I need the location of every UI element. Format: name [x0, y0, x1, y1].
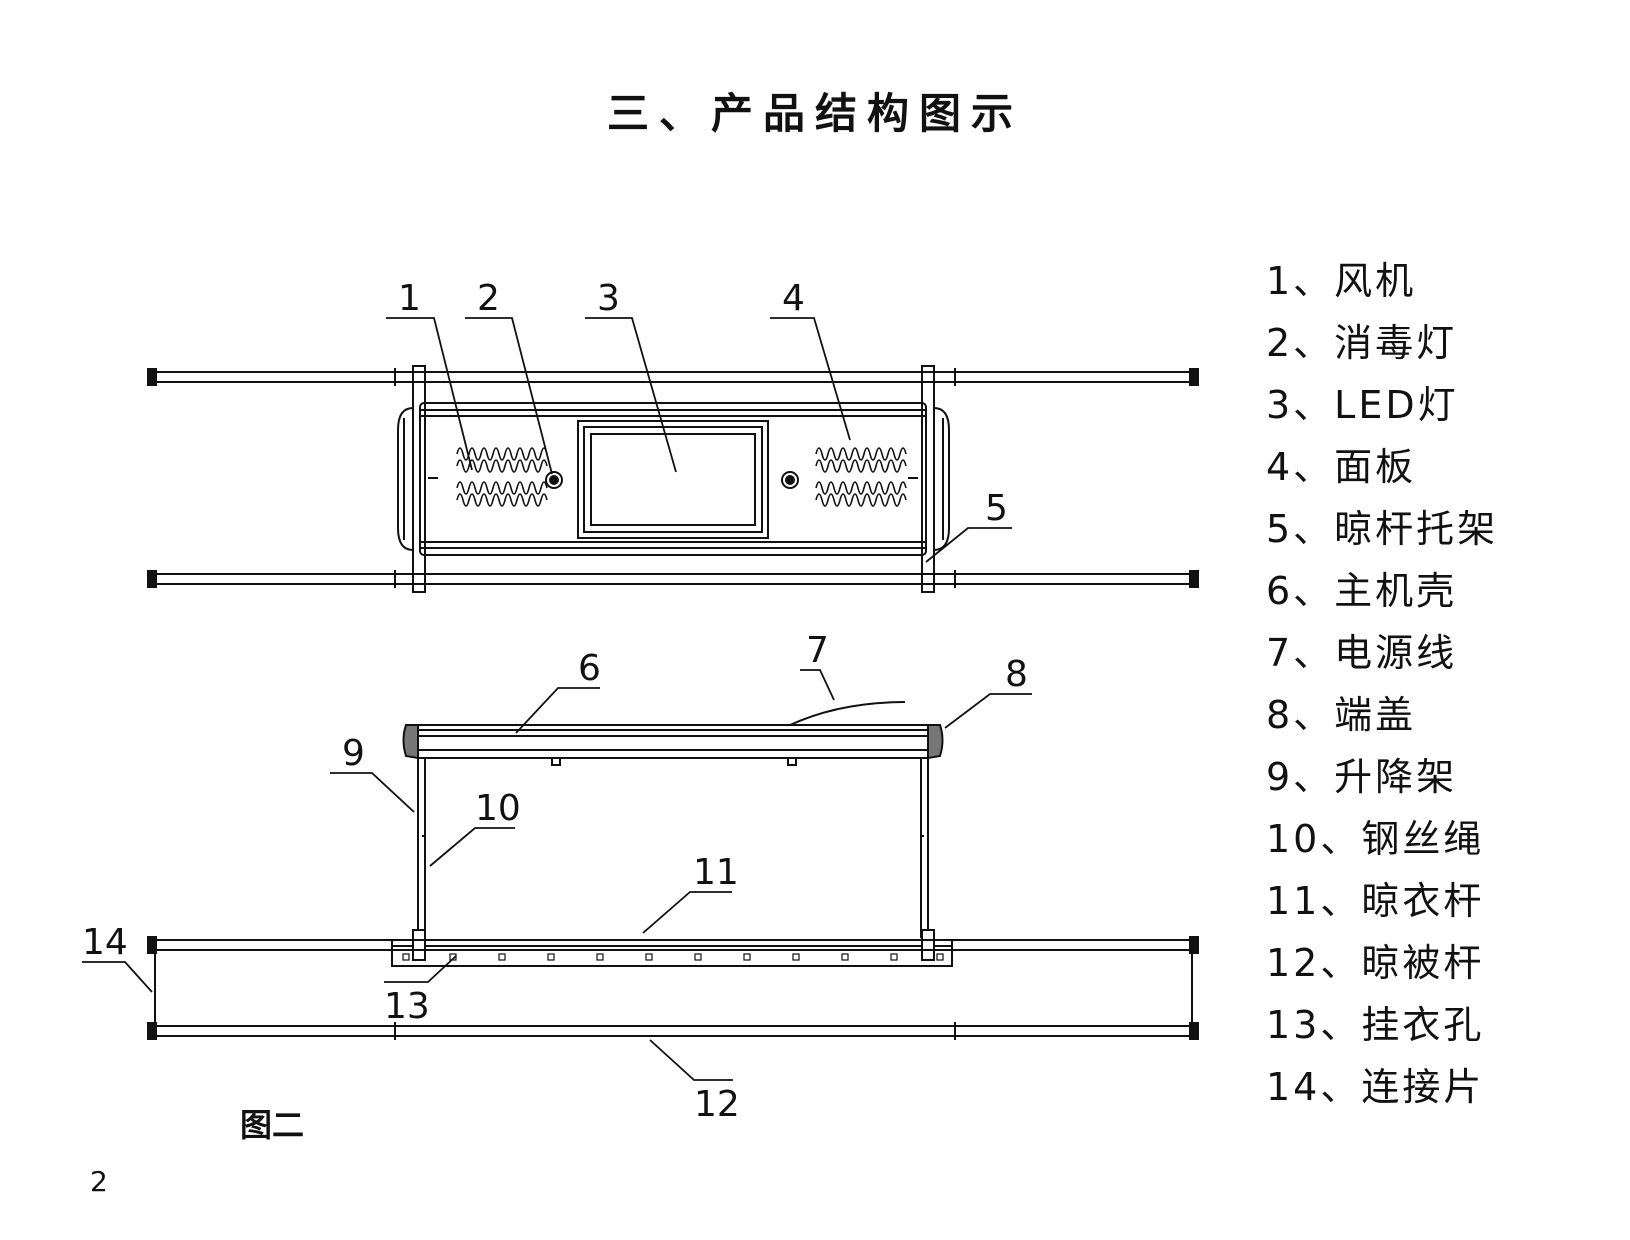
- legend-item: 6、主机壳: [1266, 569, 1458, 613]
- disinfection-lamp-right: [781, 471, 799, 489]
- legend-item: 11、晾衣杆: [1266, 879, 1485, 923]
- fan-grille-left: [456, 447, 548, 507]
- callout-13: 13: [384, 986, 430, 1027]
- end-cap-right: [927, 724, 944, 760]
- pole-bracket-left: [412, 365, 426, 593]
- figure-caption: 图二: [240, 1106, 305, 1144]
- hanging-holes: [402, 953, 944, 961]
- fan-grille-right: [815, 447, 907, 507]
- legend-item: 10、钢丝绳: [1266, 817, 1485, 861]
- end-cap-left: [402, 724, 419, 760]
- page-title: 三、产品结构图示: [606, 89, 1023, 138]
- page-number: 2: [90, 1165, 108, 1198]
- quilt-pole-upper: [147, 936, 1199, 954]
- legend-item: 8、端盖: [1266, 693, 1417, 737]
- legend-item: 9、升降架: [1266, 755, 1458, 799]
- callout-10: 10: [475, 788, 521, 829]
- component-legend: 1、风机 2、消毒灯 3、LED灯 4、面板 5、晾杆托架 6、主机壳 7、电源…: [1266, 250, 1498, 1118]
- callout-5: 5: [985, 488, 1008, 529]
- pole-bracket-right: [921, 365, 935, 593]
- top-view-pole-lower: [147, 570, 1199, 588]
- legend-item: 5、晾杆托架: [1266, 507, 1499, 551]
- legend-item: 3、LED灯: [1266, 383, 1459, 427]
- top-view: [147, 365, 1199, 593]
- clothes-pole: [391, 929, 953, 967]
- quilt-pole-lower: [147, 1022, 1199, 1040]
- callout-8: 8: [1005, 654, 1028, 695]
- callout-2: 2: [477, 278, 500, 319]
- legend-item: 12、晾被杆: [1266, 941, 1485, 985]
- top-view-pole-upper: [147, 368, 1199, 386]
- callout-7: 7: [806, 630, 829, 671]
- lifting-frame-left: [417, 758, 426, 938]
- callout-6: 6: [578, 648, 601, 689]
- legend-item: 2、消毒灯: [1266, 321, 1458, 365]
- disinfection-lamp-left: [545, 471, 563, 489]
- callout-1: 1: [398, 278, 421, 319]
- legend-item: 13、挂衣孔: [1266, 1003, 1485, 1047]
- main-housing: [417, 724, 929, 766]
- legend-item: 14、连接片: [1266, 1065, 1485, 1109]
- power-cord: [789, 701, 906, 726]
- legend-item: 1、风机: [1266, 259, 1417, 303]
- lifting-frame-right: [920, 758, 929, 938]
- callout-4: 4: [782, 278, 805, 319]
- legend-item: 4、面板: [1266, 445, 1417, 489]
- callout-3: 3: [597, 278, 620, 319]
- callout-11: 11: [693, 852, 739, 893]
- callout-9: 9: [342, 733, 365, 774]
- callout-numbers: 1 2 3 4 5 6 7 8 9 10 11 12 13 14: [82, 278, 1028, 1125]
- callout-14: 14: [82, 922, 128, 963]
- leader-lines: [82, 317, 1032, 1081]
- side-view: [147, 701, 1199, 1040]
- legend-item: 7、电源线: [1266, 631, 1458, 675]
- led-panel: [577, 420, 769, 539]
- callout-12: 12: [694, 1084, 740, 1125]
